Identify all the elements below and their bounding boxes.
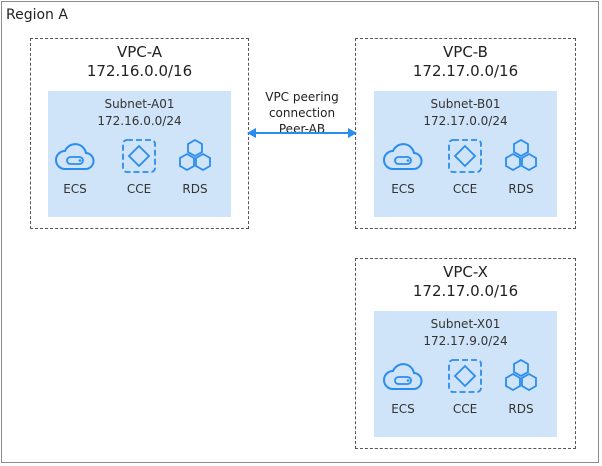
cce-label: CCE [452,182,478,196]
cce-label: CCE [126,182,152,196]
peering-label-line2: connection [268,106,336,120]
ecs-label: ECS [391,182,415,196]
subnet-b01-name: Subnet-B01 [430,97,501,111]
subnet-x01: Subnet-X01 172.17.9.0/24 ECS CCE RDS [374,311,557,437]
cce-diamond-icon [448,139,482,173]
rds-label: RDS [508,402,534,416]
ecs-label: ECS [391,402,415,416]
subnet-a01: Subnet-A01 172.16.0.0/24 ECS CCE RDS [48,91,231,217]
vpc-a-cidr: 172.16.0.0/16 [86,62,193,80]
cce-service: CCE [114,139,164,196]
subnet-b01-cidr: 172.17.0.0/24 [423,114,508,128]
peering-label-line1: VPC peering [265,90,339,104]
subnet-a01-cidr: 172.16.0.0/24 [97,114,182,128]
vpc-a: VPC-A 172.16.0.0/16 Subnet-A01 172.16.0.… [30,38,249,229]
cce-label: CCE [452,402,478,416]
cce-service: CCE [440,139,490,196]
rds-hexagon-icon [505,359,537,392]
vpc-b-name: VPC-B [443,43,488,61]
vpc-x: VPC-X 172.17.0.0/16 Subnet-X01 172.17.9.… [355,258,576,449]
subnet-b01: Subnet-B01 172.17.0.0/24 ECS CCE RDS [374,91,557,217]
rds-hexagon-icon [179,139,211,172]
vpc-b-cidr: 172.17.0.0/16 [412,62,519,80]
ecs-service: ECS [378,139,428,196]
cce-service: CCE [440,359,490,416]
peering-double-arrow [247,128,357,138]
vpc-x-cidr: 172.17.0.0/16 [412,282,519,300]
vpc-a-name: VPC-A [116,43,163,61]
region-label: Region A [6,7,68,23]
rds-service: RDS [496,359,546,416]
rds-service: RDS [170,139,220,196]
cce-diamond-icon [448,359,482,393]
rds-service: RDS [496,139,546,196]
ecs-cloud-icon [383,143,423,170]
ecs-cloud-icon [383,363,423,390]
rds-hexagon-icon [505,139,537,172]
subnet-x01-name: Subnet-X01 [430,317,501,331]
subnet-x01-cidr: 172.17.9.0/24 [423,334,508,348]
subnet-a01-name: Subnet-A01 [104,97,175,111]
vpc-b: VPC-B 172.17.0.0/16 Subnet-B01 172.17.0.… [355,38,576,229]
ecs-label: ECS [63,182,87,196]
vpc-x-name: VPC-X [443,263,488,281]
rds-label: RDS [182,182,208,196]
ecs-cloud-icon [55,143,95,170]
ecs-service: ECS [50,139,100,196]
rds-label: RDS [508,182,534,196]
ecs-service: ECS [378,359,428,416]
cce-diamond-icon [122,139,156,173]
